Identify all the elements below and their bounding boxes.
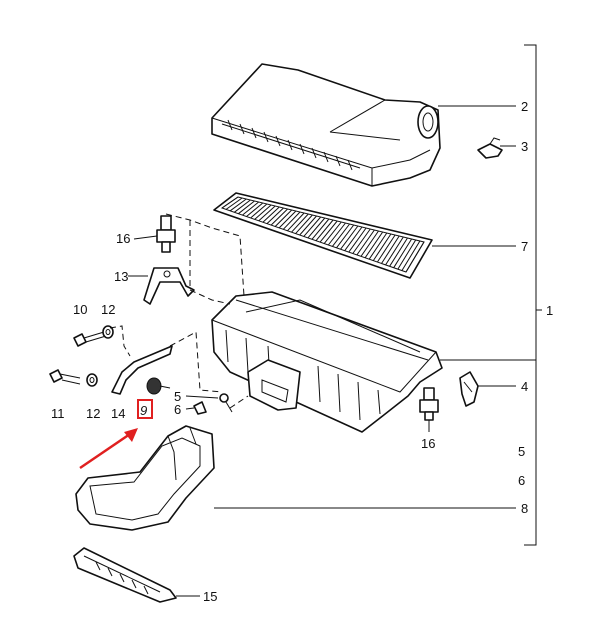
filter-pleat xyxy=(352,228,371,254)
filter-pleat xyxy=(332,223,350,247)
callout-16-upper: 16 xyxy=(116,231,130,246)
filter-pleat xyxy=(327,222,346,246)
filter-pleat xyxy=(368,232,388,260)
filter-pleat xyxy=(250,203,268,219)
callout-7: 7 xyxy=(521,239,528,254)
shield-15-part xyxy=(73,547,177,603)
lower-housing-part xyxy=(211,291,443,433)
filter-pleat xyxy=(262,206,280,223)
filter-pleat xyxy=(319,220,338,243)
leader-lines xyxy=(128,105,536,597)
filter-pleat xyxy=(278,210,297,229)
callout-6-right: 6 xyxy=(518,473,525,488)
filter-pleat xyxy=(266,207,284,224)
filter-element-part xyxy=(213,192,433,279)
filter-pleat xyxy=(274,209,293,227)
callout-4: 4 xyxy=(521,379,528,394)
filter-pleat xyxy=(360,230,379,257)
filter-pleat xyxy=(311,218,330,240)
filter-pleat xyxy=(372,233,392,261)
filter-pleat xyxy=(303,216,322,237)
filter-pleat xyxy=(401,240,421,271)
filter-pleat xyxy=(254,204,272,220)
filter-pleat xyxy=(389,237,408,267)
filter-pleat xyxy=(258,205,276,222)
callout-5-left: 5 xyxy=(174,389,181,404)
clip-4-part xyxy=(459,371,479,407)
callout-16-lower: 16 xyxy=(421,436,435,451)
filter-pleat xyxy=(315,219,334,242)
hose-clamp-part xyxy=(477,137,503,159)
filter-pleat xyxy=(405,241,425,273)
washer-12-upper-part xyxy=(102,325,114,339)
filter-pleat xyxy=(282,211,301,230)
rubber-buffer-9-part xyxy=(146,377,171,395)
filter-pleat xyxy=(364,231,384,259)
rubber-mount-lower-part xyxy=(419,387,439,421)
filter-pleat xyxy=(344,226,363,251)
bolt-11-part xyxy=(49,369,81,385)
filter-pleat xyxy=(246,202,264,217)
callout-10: 10 xyxy=(73,302,87,317)
rubber-mount-upper-part xyxy=(156,215,176,253)
callout-12-lower: 12 xyxy=(86,406,100,421)
group-bracket xyxy=(524,44,542,546)
screw-5-part xyxy=(219,393,233,413)
intake-duct-part xyxy=(75,425,215,531)
callout-numbers: 2 3 7 1 4 5 6 8 15 16 13 10 12 11 12 14 … xyxy=(51,99,553,604)
filter-pleat xyxy=(233,199,251,213)
callout-11: 11 xyxy=(51,406,65,421)
bracket-part xyxy=(143,267,195,305)
filter-pleat xyxy=(340,225,359,250)
callout-1: 1 xyxy=(546,303,553,318)
filter-pleat xyxy=(225,197,243,210)
filter-pleat xyxy=(291,213,309,233)
callout-2: 2 xyxy=(521,99,528,114)
filter-pleat xyxy=(323,221,342,244)
filter-pleat xyxy=(242,201,260,216)
filter-pleat xyxy=(393,238,413,268)
callout-15: 15 xyxy=(203,589,217,604)
callout-6-left: 6 xyxy=(174,402,181,417)
assembly-dashed-lines xyxy=(109,213,249,409)
speed-nut-6-part xyxy=(193,401,207,415)
filter-pleat xyxy=(385,236,404,266)
upper-housing-part xyxy=(211,63,441,187)
filter-pleat xyxy=(381,235,400,264)
filter-pleat xyxy=(348,227,367,253)
callout-3: 3 xyxy=(521,139,528,154)
highlight-box-9 xyxy=(137,399,153,419)
callout-12-upper: 12 xyxy=(101,302,115,317)
filter-pleat xyxy=(287,212,305,232)
filter-pleat xyxy=(270,208,288,226)
filter-pleat xyxy=(229,198,247,212)
callout-13: 13 xyxy=(114,269,128,284)
callout-8: 8 xyxy=(521,501,528,516)
highlight-arrow xyxy=(79,428,138,470)
filter-pleat xyxy=(299,215,317,236)
callout-9: 9 xyxy=(140,403,147,418)
filter-pleat xyxy=(307,217,326,239)
callout-5-right: 5 xyxy=(518,444,525,459)
filter-pleat xyxy=(376,234,396,263)
washer-12-lower-part xyxy=(86,373,98,387)
filter-pleat xyxy=(397,239,417,270)
bolt-10-part xyxy=(73,331,107,347)
bracket-14-part xyxy=(111,345,173,395)
filter-pleat xyxy=(356,229,375,256)
filter-pleat xyxy=(221,196,239,209)
callout-14: 14 xyxy=(111,406,125,421)
filter-pleat xyxy=(336,224,355,249)
filter-pleat xyxy=(295,214,313,234)
filter-pleat xyxy=(238,200,255,215)
